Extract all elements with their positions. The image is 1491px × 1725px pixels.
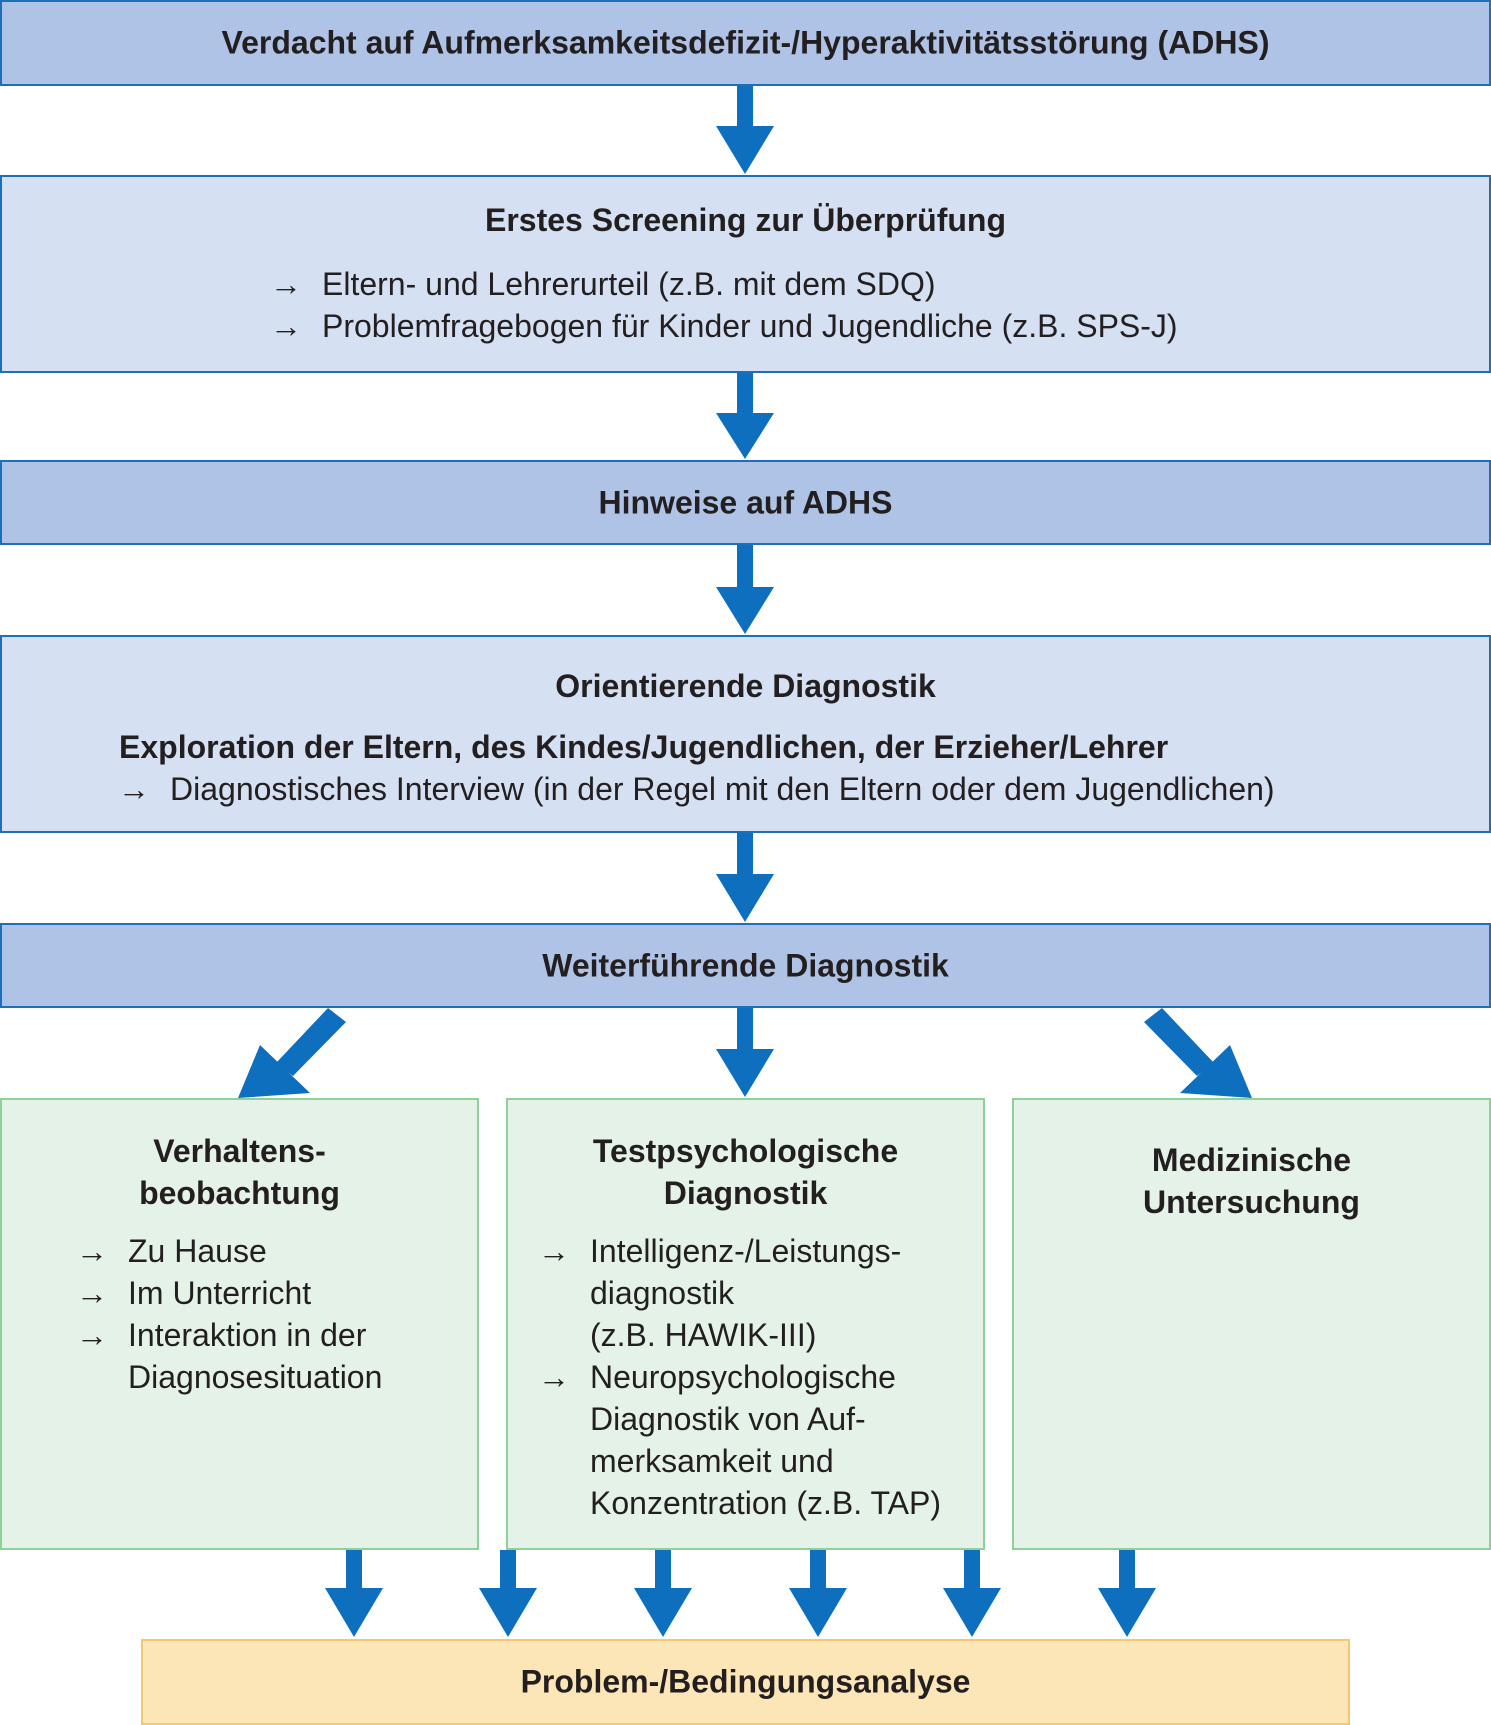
arrow-down-icon <box>716 86 774 174</box>
orienting-list: →Diagnostisches Interview (in der Regel … <box>118 768 1275 810</box>
branch-behavior: Verhaltens- beobachtung →Zu Hause →Im Un… <box>0 1098 479 1550</box>
orienting-title: Orientierende Diagnostik <box>555 668 936 704</box>
arrow-down-icon <box>1098 1550 1156 1637</box>
step-suspicion-label: Verdacht auf Aufmerksamkeitsdefizit-/Hyp… <box>221 24 1270 61</box>
arrow-down-icon <box>479 1550 537 1637</box>
step-analysis-label: Problem-/Bedingungsanalyse <box>520 1663 971 1700</box>
arrow-right-icon: → <box>270 308 302 344</box>
testpsych-title: Testpsychologische Diagnostik <box>592 1133 899 1211</box>
list-item: →Zu Hause <box>76 1230 382 1272</box>
list-item: → Intelligenz-/Leistungs- diagnostik (z.… <box>538 1230 941 1356</box>
screening-title: Erstes Screening zur Überprüfung <box>485 202 1006 238</box>
arrow-right-icon: → <box>270 266 302 302</box>
arrow-diagonal-right-icon <box>1144 1008 1252 1098</box>
arrow-right-icon: → <box>76 1317 108 1353</box>
screening-list: →Eltern- und Lehrerurteil (z.B. mit dem … <box>270 263 1178 347</box>
arrow-down-icon <box>325 1550 383 1637</box>
arrow-down-icon <box>716 545 774 634</box>
arrow-down-icon <box>634 1550 692 1637</box>
arrow-down-icon <box>943 1550 1001 1637</box>
arrow-diagonal-left-icon <box>238 1008 346 1098</box>
arrow-right-icon: → <box>538 1233 570 1269</box>
step-further-label: Weiterführende Diagnostik <box>542 947 949 983</box>
arrow-right-icon: → <box>538 1359 570 1395</box>
orienting-subtitle: Exploration der Eltern, des Kindes/Jugen… <box>119 729 1169 765</box>
list-item: →Im Unterricht <box>76 1272 382 1314</box>
branch-medical: Medizinische Untersuchung <box>1012 1098 1491 1550</box>
branch-testpsych: Testpsychologische Diagnostik → Intellig… <box>506 1098 985 1550</box>
arrow-right-icon: → <box>76 1233 108 1269</box>
list-item: →Eltern- und Lehrerurteil (z.B. mit dem … <box>270 263 1178 305</box>
step-suspicion: Verdacht auf Aufmerksamkeitsdefizit-/Hyp… <box>0 0 1491 86</box>
testpsych-list: → Intelligenz-/Leistungs- diagnostik (z.… <box>538 1230 941 1524</box>
list-item: → Neuropsychologische Diagnostik von Auf… <box>538 1356 941 1524</box>
arrow-down-icon <box>716 373 774 459</box>
step-analysis: Problem-/Bedingungsanalyse <box>141 1639 1350 1725</box>
behavior-title: Verhaltens- beobachtung <box>139 1133 340 1211</box>
step-further: Weiterführende Diagnostik <box>0 923 1491 1008</box>
arrow-down-icon <box>716 833 774 922</box>
list-item: →Problemfragebogen für Kinder und Jugend… <box>270 305 1178 347</box>
step-indications-label: Hinweise auf ADHS <box>598 484 893 520</box>
list-item: →Diagnostisches Interview (in der Regel … <box>118 768 1275 810</box>
behavior-list: →Zu Hause →Im Unterricht →Interaktion in… <box>76 1230 382 1398</box>
step-indications: Hinweise auf ADHS <box>0 460 1491 545</box>
arrow-down-icon <box>716 1008 774 1097</box>
arrow-right-icon: → <box>118 771 150 807</box>
arrow-right-icon: → <box>76 1275 108 1311</box>
medical-title: Medizinische Untersuchung <box>1143 1142 1360 1220</box>
arrow-down-icon <box>789 1550 847 1637</box>
step-orienting: Orientierende Diagnostik Exploration der… <box>0 635 1491 833</box>
step-screening: Erstes Screening zur Überprüfung →Eltern… <box>0 175 1491 373</box>
